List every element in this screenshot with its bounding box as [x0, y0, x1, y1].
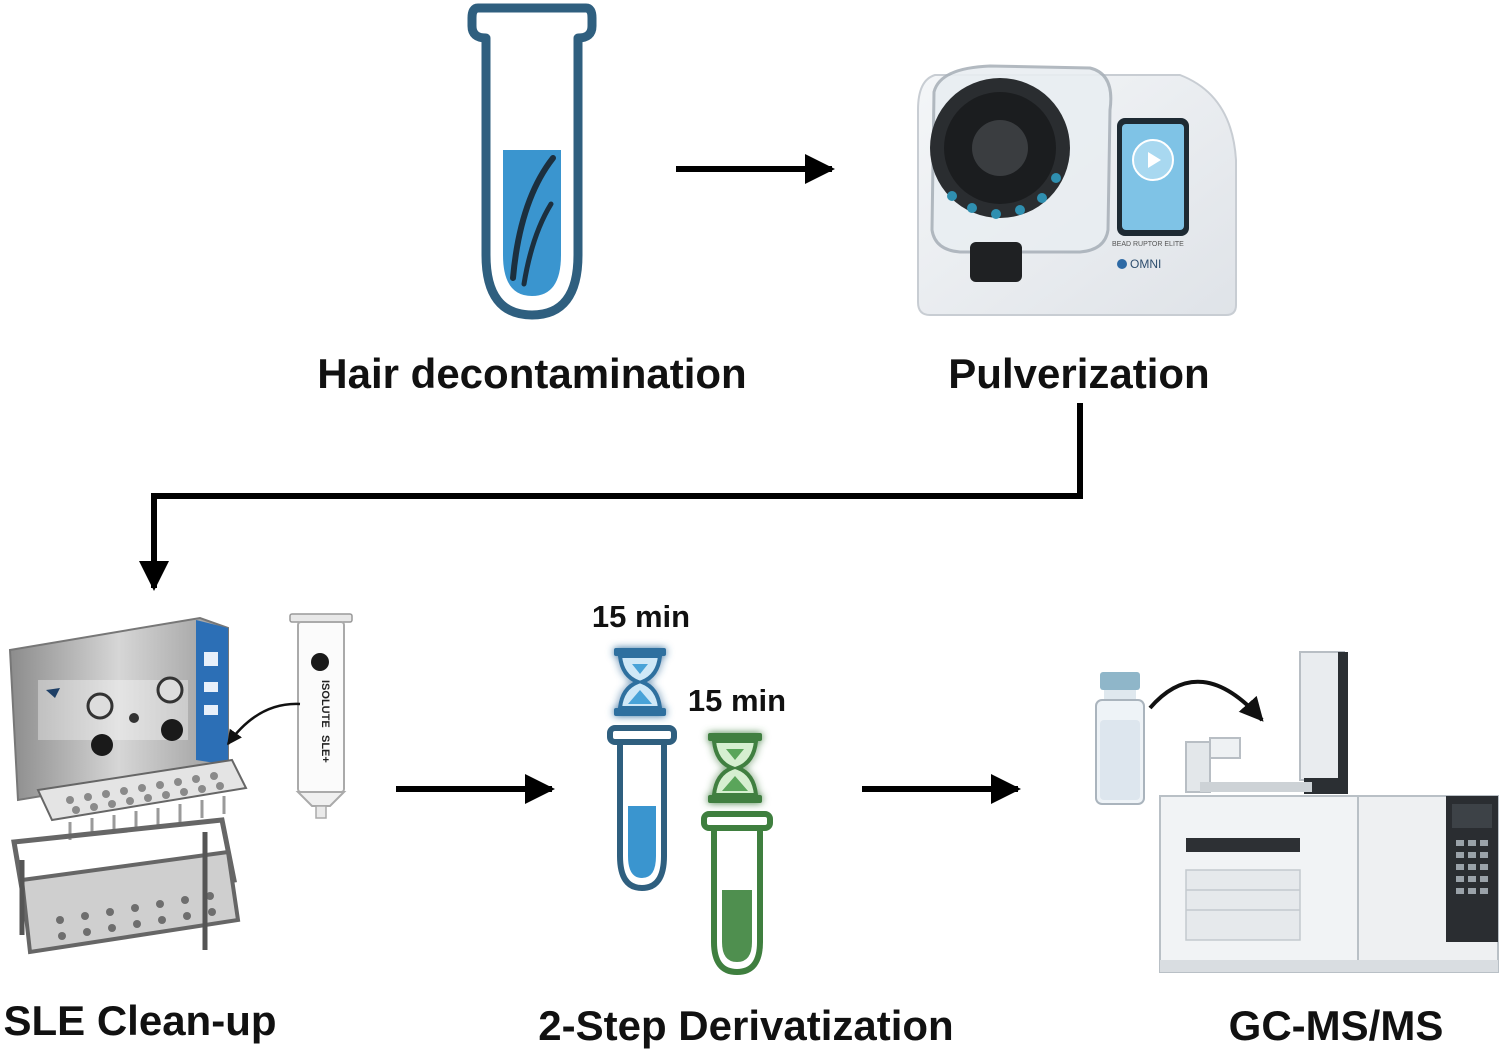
hair-icon	[510, 155, 556, 281]
omni-label: OMNI	[1130, 257, 1161, 271]
timer-label-step2: 15 min	[688, 683, 786, 718]
step-label-derivatization: 2-Step Derivatization	[538, 1002, 953, 1049]
vial-icon	[1095, 672, 1145, 805]
test-tube-icon	[607, 725, 677, 892]
test-tube-icon	[701, 811, 773, 976]
step-label-gcms: GC-MS/MS	[1229, 1002, 1444, 1049]
hourglass-icon	[614, 648, 666, 716]
sle-manifold	[8, 616, 248, 955]
sle-cartridge: ISOLUTE SLE+	[289, 613, 353, 819]
gc-ms-instrument	[1159, 651, 1499, 973]
timer-label-step1: 15 min	[592, 599, 690, 634]
bead-ruptor-homogenizer: BEAD RUPTOR ELITE OMNI	[917, 64, 1237, 316]
curved-arrow-icon	[1148, 679, 1264, 722]
step-label-sle-cleanup: SLE Clean-up	[3, 997, 276, 1044]
test-tube-icon	[467, 3, 597, 320]
curved-arrow-icon	[226, 702, 301, 746]
cartridge-type-label: SLE+	[319, 735, 331, 763]
connector-arrow	[139, 403, 1083, 591]
bead-ruptor-label: BEAD RUPTOR ELITE	[1112, 241, 1184, 248]
cartridge-brand-label: ISOLUTE	[319, 680, 331, 728]
step-label-pulverization: Pulverization	[948, 350, 1209, 397]
step-label-hair-decontamination: Hair decontamination	[317, 350, 746, 397]
hourglass-icon	[708, 733, 762, 803]
cartridge-logo-icon	[311, 653, 329, 671]
omni-logo-icon	[1117, 259, 1127, 269]
